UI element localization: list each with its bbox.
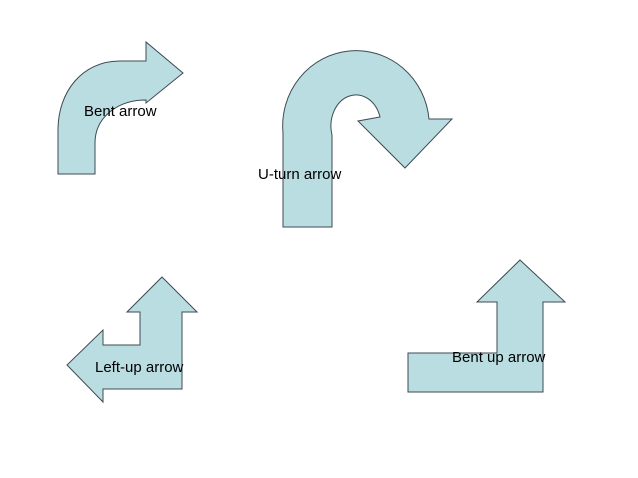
left-up-arrow-label[interactable]: Left-up arrow: [95, 359, 184, 376]
bent-arrow-shape[interactable]: [57, 40, 184, 175]
u-turn-arrow-shape[interactable]: [282, 50, 454, 228]
u-turn-arrow-label[interactable]: U-turn arrow: [258, 166, 342, 183]
bent-up-arrow-label[interactable]: Bent up arrow: [452, 349, 546, 366]
bent-arrow-label[interactable]: Bent arrow: [84, 103, 157, 120]
bent-up-arrow-shape[interactable]: [407, 259, 567, 393]
left-up-arrow-shape[interactable]: [66, 276, 199, 404]
